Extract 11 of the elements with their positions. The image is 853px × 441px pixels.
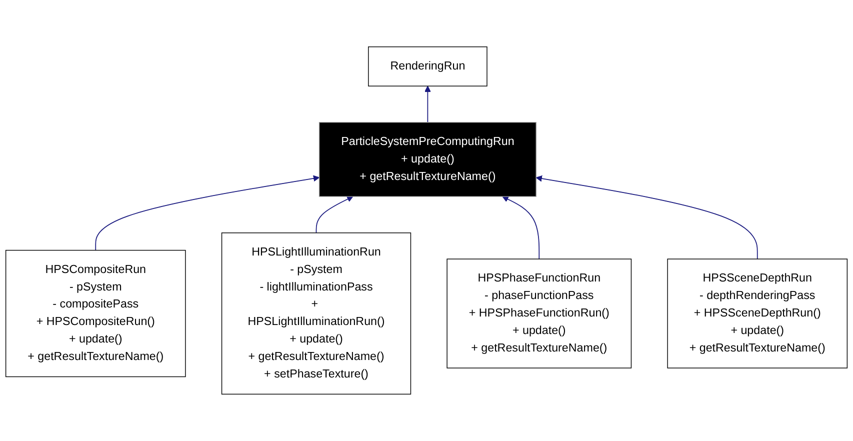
arrow — [424, 86, 431, 123]
arrow — [536, 175, 758, 260]
arrow — [95, 175, 320, 251]
node-box: RenderingRun — [368, 46, 488, 86]
node-box: HPSPhaseFunctionRun - phaseFunctionPass + HPSPhaseFunctionRun() + update() + getResultTextureName() — [446, 258, 632, 368]
node-box: HPSLightIlluminationRun - pSystem - lightIlluminationPass + HPSLightIlluminationRun() + update() + getResultTextureName() + setPhaseTexture() — [221, 232, 412, 395]
arrow — [316, 196, 354, 234]
node-box: HPSSceneDepthRun - depthRenderingPass + HPSSceneDepthRun() + update() + getResultTextureName() — [667, 258, 848, 368]
arrow — [502, 196, 540, 260]
node-box: ParticleSystemPreComputingRun + update() + getResultTextureName() — [318, 122, 536, 197]
node-box: HPSCompositeRun - pSystem - compositePass + HPSCompositeRun() + update() + getResultTextureName() — [5, 250, 186, 378]
